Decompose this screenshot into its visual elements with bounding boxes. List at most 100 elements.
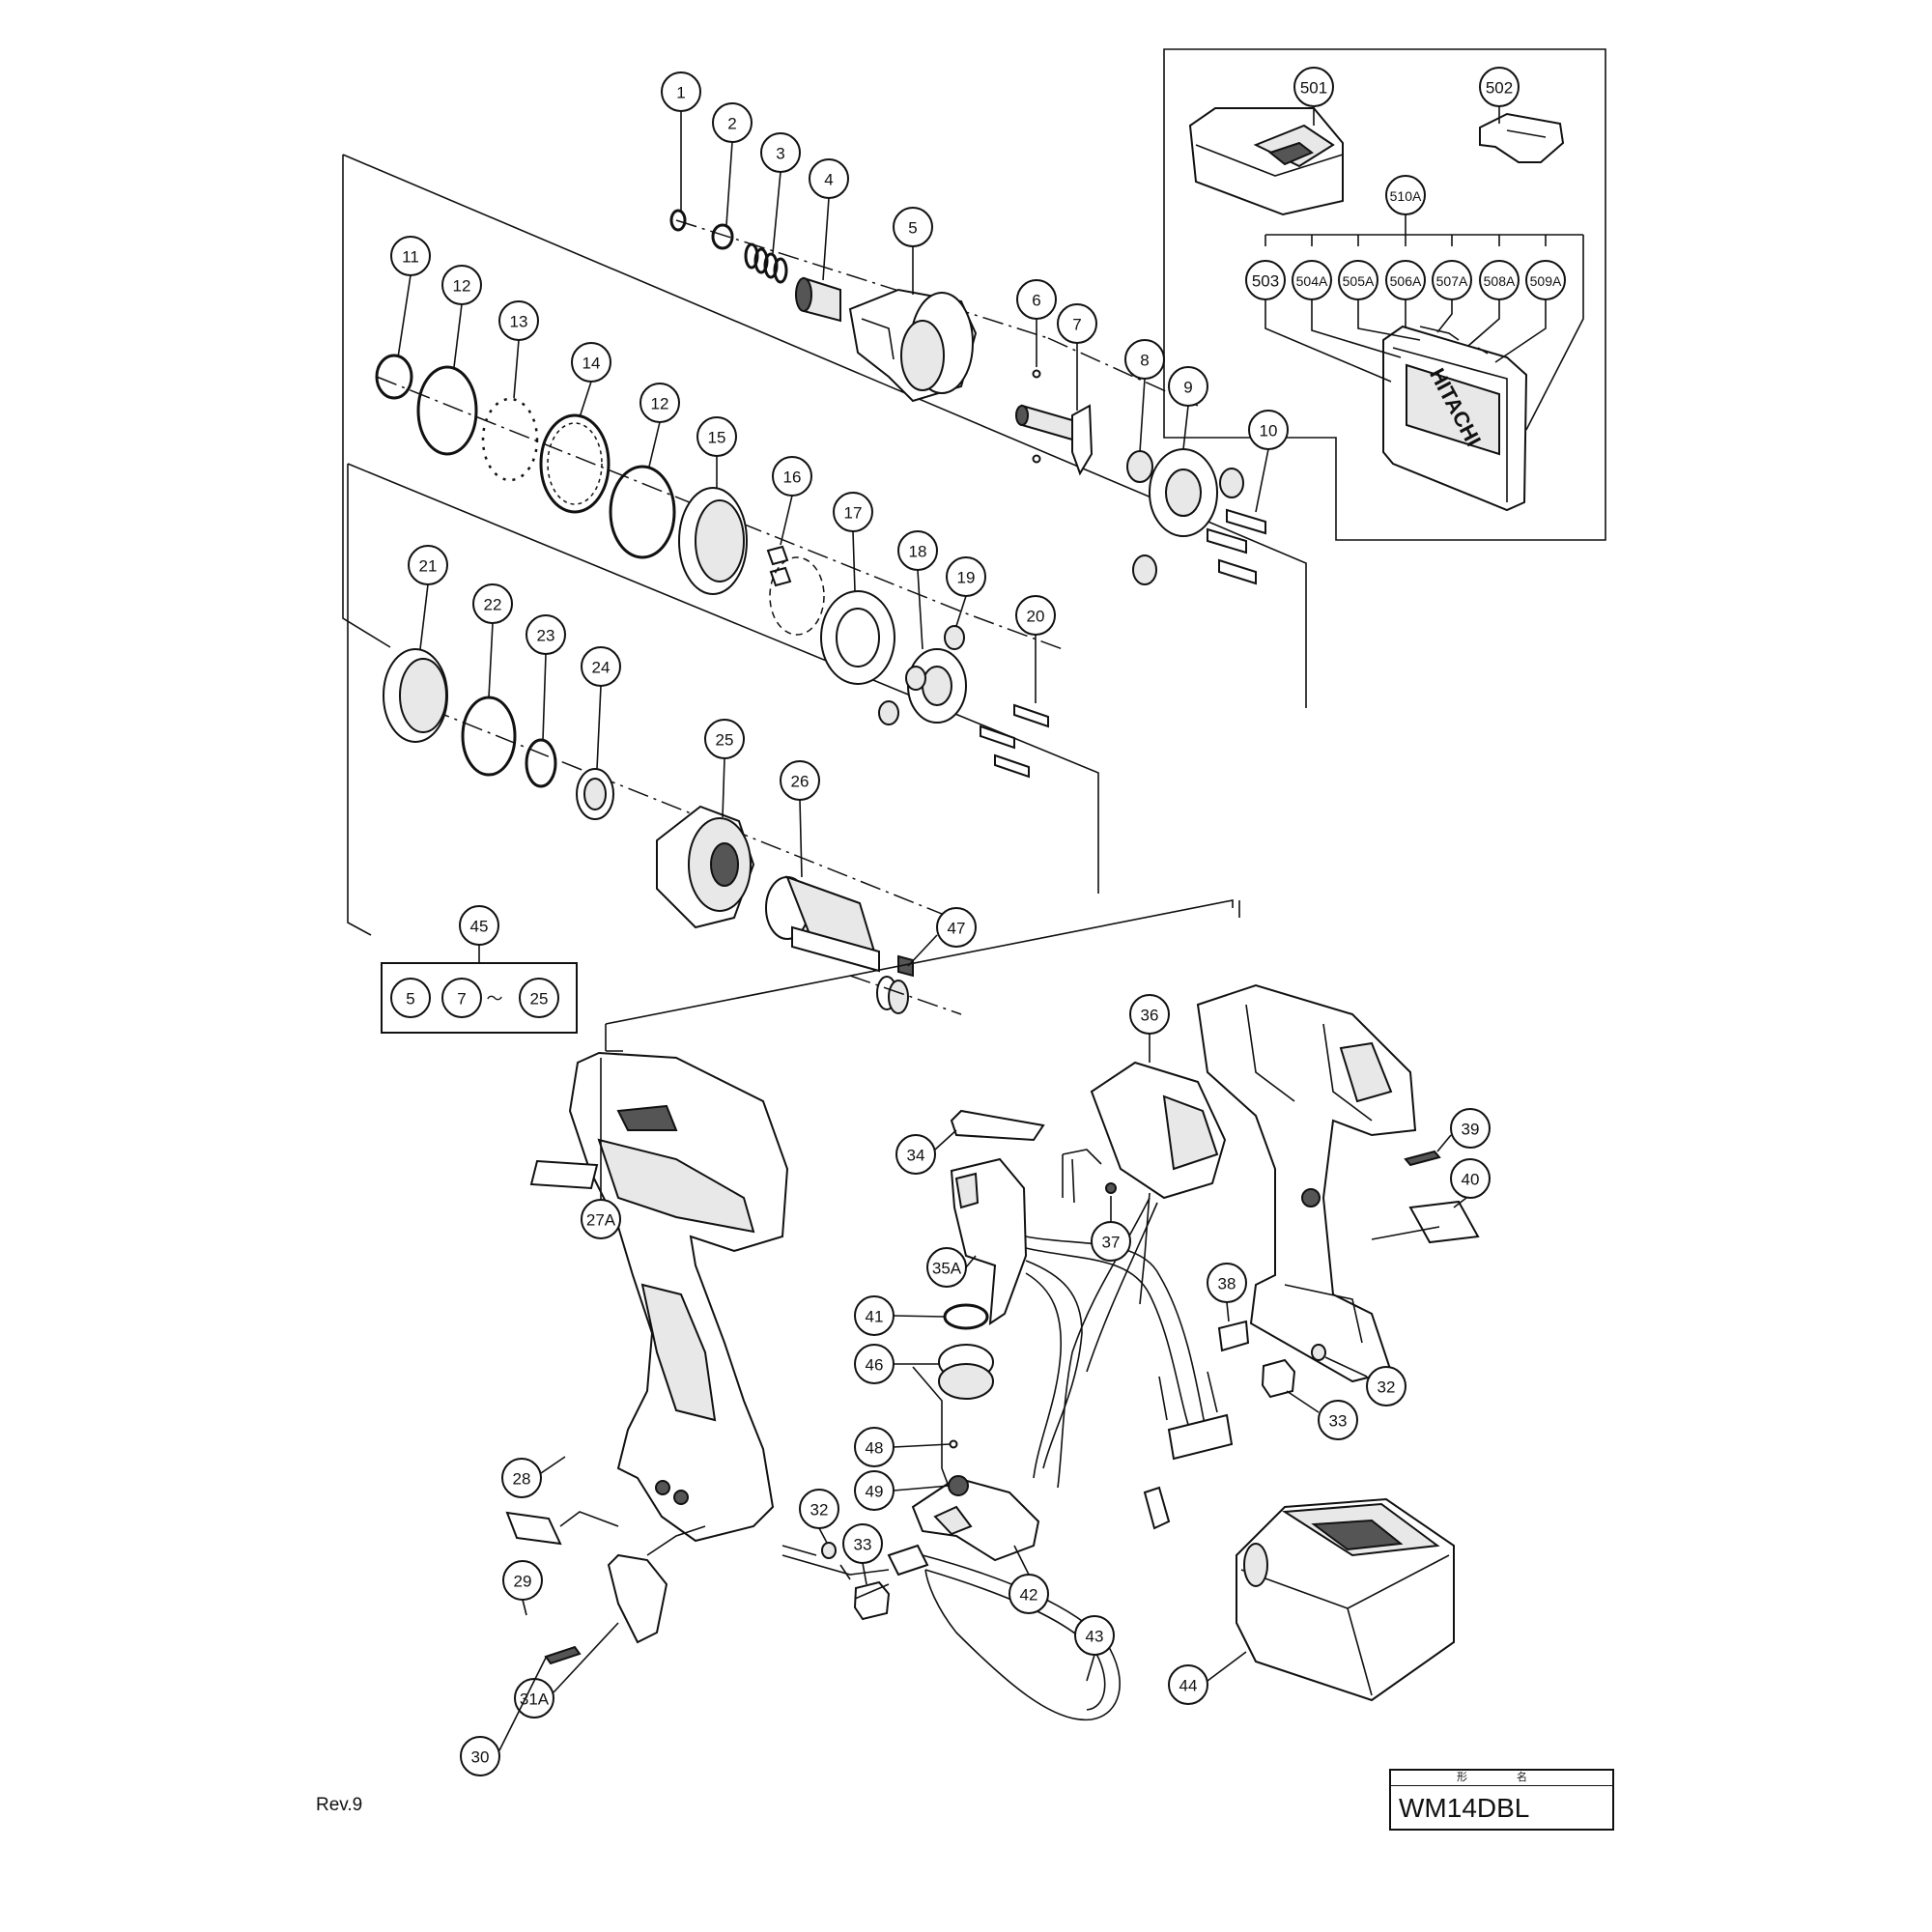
callout-number: 46: [866, 1356, 884, 1375]
callout-13: 13: [498, 300, 539, 341]
callout-33b: 33: [842, 1523, 883, 1564]
callout-36: 36: [1129, 994, 1170, 1035]
callout-number: 18: [909, 543, 927, 561]
kit-inset: HITACHI: [1163, 48, 1606, 541]
tapping-screw-39: [1404, 1150, 1441, 1167]
model-title-block: 形 名 WM14DBL: [1389, 1769, 1614, 1831]
callout-23: 23: [526, 614, 566, 655]
leader-line: [488, 622, 494, 698]
callout-number: 39: [1462, 1121, 1480, 1139]
revision-label: Rev.9: [316, 1795, 363, 1815]
leader-line: [419, 583, 429, 650]
leader-line: [725, 141, 733, 226]
steel-balls-ring: [481, 397, 539, 482]
callout-19: 19: [946, 556, 986, 597]
callout-number: 36: [1141, 1007, 1159, 1025]
callout-508A: 508A: [1479, 260, 1520, 300]
callout-number: 19: [957, 569, 976, 587]
callout-27A: 27A: [581, 1199, 621, 1239]
retaining-ring: [669, 209, 687, 232]
callout-number: 41: [866, 1308, 884, 1326]
callout-37: 37: [1091, 1221, 1131, 1262]
callout-number: 40: [1462, 1171, 1480, 1189]
washer: [711, 223, 734, 250]
leader-line: [648, 421, 661, 468]
leader-line: [965, 1255, 977, 1268]
leader-line: [453, 303, 463, 368]
switch: [950, 1157, 1028, 1325]
leader-line: [772, 171, 781, 254]
callout-8: 8: [1124, 339, 1165, 380]
charger-plate: [1479, 112, 1565, 163]
callout-7: 7: [1057, 303, 1097, 344]
block-38: [1217, 1320, 1250, 1352]
leader-line: [893, 1443, 952, 1448]
callout-33a: 33: [1318, 1400, 1358, 1440]
leader-line: [818, 1527, 828, 1544]
pins-20: [980, 703, 1049, 779]
leader-line: [722, 757, 725, 818]
leader-line: [1436, 1134, 1452, 1152]
callout-number: 33: [1329, 1412, 1348, 1431]
screw-48: [949, 1439, 958, 1449]
callout-number: 35A: [932, 1260, 962, 1278]
callout-number: 510A: [1390, 188, 1422, 204]
leader-line: [862, 1562, 867, 1585]
callout-47: 47: [936, 907, 977, 948]
callout-number: 14: [582, 355, 601, 373]
svg-text:25: 25: [530, 990, 549, 1009]
housing-right-half: [1196, 983, 1417, 1383]
leader-line: [799, 799, 803, 878]
leader-line: [934, 1129, 957, 1151]
range-from_b: 7: [441, 978, 482, 1018]
callout-24: 24: [581, 646, 621, 687]
callout-number: 4: [824, 171, 833, 189]
callout-number: 5: [908, 219, 917, 238]
callout-506A: 506A: [1385, 260, 1426, 300]
callout-39: 39: [1450, 1108, 1491, 1149]
ring-22: [461, 696, 517, 777]
callout-number: 33: [854, 1536, 872, 1554]
callout-28: 28: [501, 1458, 542, 1498]
callout-502: 502: [1479, 67, 1520, 107]
callout-number: 45: [470, 918, 489, 936]
leader-line: [513, 339, 520, 399]
hook-31A: [607, 1553, 668, 1644]
callout-15: 15: [696, 416, 737, 457]
spindle: [1015, 404, 1094, 476]
label-plate-34: [950, 1109, 1045, 1142]
callout-number: 42: [1020, 1586, 1038, 1605]
callout-number: 12: [651, 395, 669, 413]
callout-number: 20: [1027, 608, 1045, 626]
callout-number: 31A: [520, 1690, 550, 1709]
callout-35A: 35A: [926, 1247, 967, 1288]
callout-number: 34: [907, 1147, 925, 1165]
callout-44: 44: [1168, 1664, 1208, 1705]
washer-11: [375, 354, 413, 400]
terminals-37: [1062, 1149, 1117, 1204]
callout-number: 503: [1252, 272, 1279, 291]
cushion-33-left: [853, 1580, 891, 1621]
leader-line: [596, 685, 602, 770]
idle-gear-8: [1126, 450, 1153, 483]
callout-510A: 510A: [1385, 175, 1426, 215]
leader-line: [1139, 378, 1146, 453]
o-ring-17: [769, 556, 825, 636]
svg-text:5: 5: [406, 990, 414, 1009]
callout-number: 16: [783, 469, 802, 487]
callout-20: 20: [1015, 595, 1056, 636]
callout-number: 505A: [1343, 273, 1375, 289]
leader-line: [893, 1485, 951, 1492]
callout-16: 16: [772, 456, 812, 497]
callout-number: 21: [419, 557, 438, 576]
callout-504A: 504A: [1292, 260, 1332, 300]
tapping-screw-30: [544, 1645, 582, 1665]
ring-gear-21: [383, 648, 448, 743]
callout-31A: 31A: [514, 1678, 554, 1719]
callout-number: 32: [1378, 1378, 1396, 1397]
leader-line: [498, 1657, 547, 1751]
callout-30: 30: [460, 1736, 500, 1776]
leader-line: [1182, 405, 1189, 450]
model-name: WM14DBL: [1399, 1793, 1530, 1823]
callout-number: 501: [1300, 79, 1327, 98]
